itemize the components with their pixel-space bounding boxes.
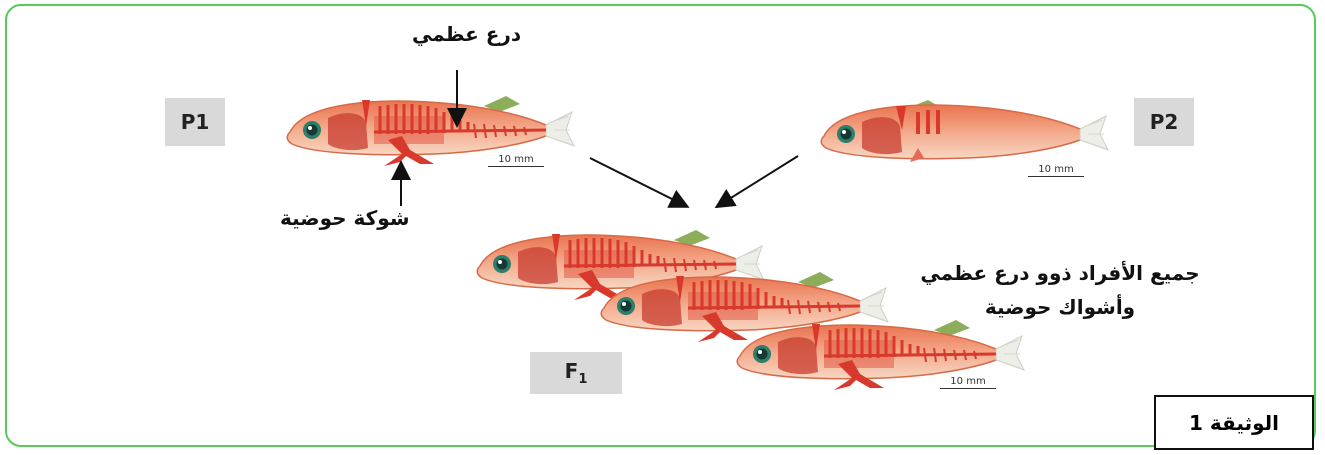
bony-plates-label: درع عظمي bbox=[412, 22, 521, 46]
f1-scale-bar: 10 mm bbox=[940, 376, 996, 389]
f1-scale-text: 10 mm bbox=[940, 376, 996, 387]
f1-result-text: جميع الأفراد ذوو درع عظمي وأشواك حوضية bbox=[900, 256, 1220, 324]
f1-result-line-2: وأشواك حوضية bbox=[900, 290, 1220, 324]
p2-scale-text: 10 mm bbox=[1028, 164, 1084, 175]
p2-fish-icon bbox=[821, 100, 1108, 162]
p1-scale-bar: 10 mm bbox=[488, 154, 544, 167]
p1-scale-text: 10 mm bbox=[488, 154, 544, 165]
cross-arrow-left-icon bbox=[590, 158, 686, 206]
p2-scale-bar: 10 mm bbox=[1028, 164, 1084, 177]
document-number-label: الوثيقة 1 bbox=[1154, 395, 1314, 450]
f1-result-line-1: جميع الأفراد ذوو درع عظمي bbox=[900, 256, 1220, 290]
pelvic-spine-label: شوكة حوضية bbox=[280, 206, 410, 230]
cross-arrow-right-icon bbox=[718, 156, 798, 206]
